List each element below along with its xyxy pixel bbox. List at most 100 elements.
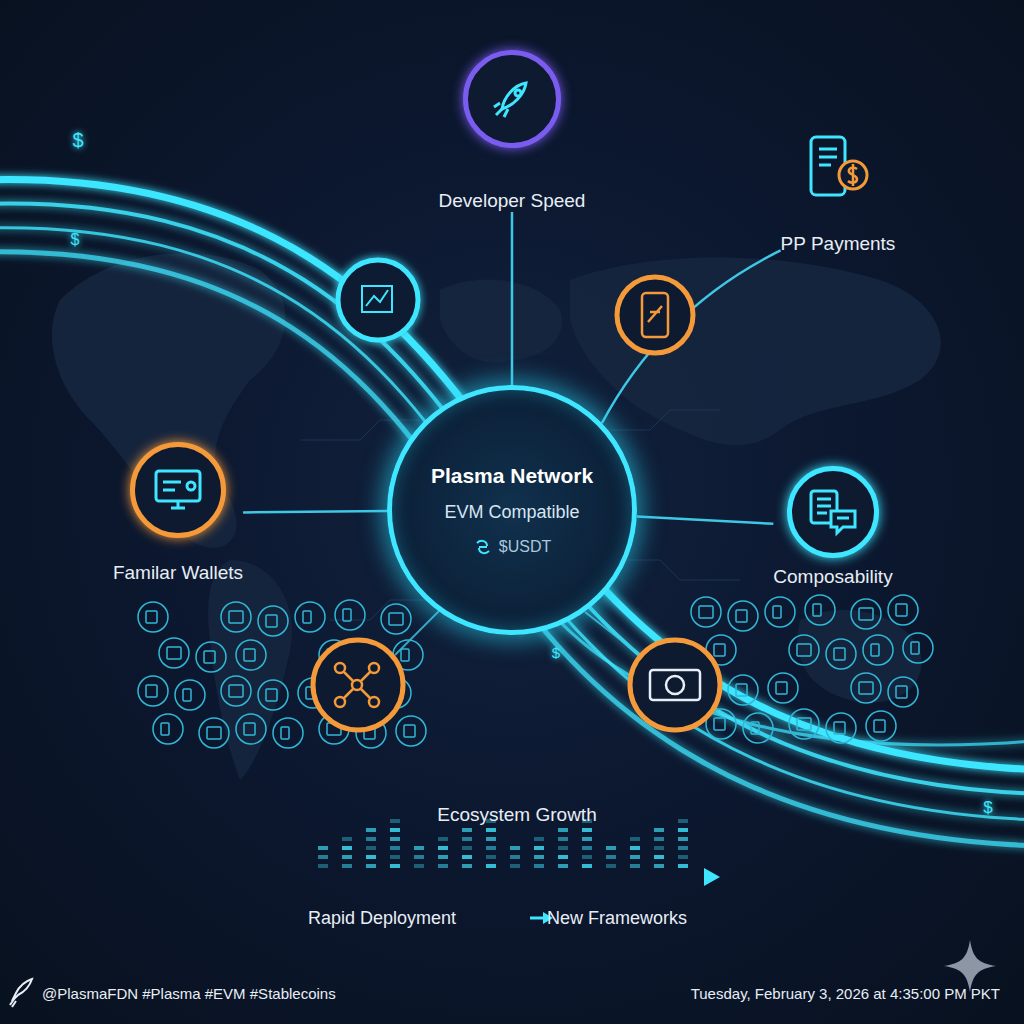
graphic-part (502, 83, 526, 109)
graphic-part (175, 680, 205, 710)
graphic-part (167, 647, 181, 659)
graphic-part (318, 819, 688, 868)
feature-node: Developer Speed (439, 50, 586, 212)
graphic-part (654, 846, 664, 850)
graphic-part (834, 722, 845, 734)
graphic-part (273, 718, 303, 748)
graphic-part (366, 828, 376, 832)
graphic-part (874, 720, 885, 732)
graphic-part (534, 846, 544, 850)
graphic-part (728, 601, 758, 631)
graphic-part (797, 718, 811, 730)
graphic-part (540, 600, 1024, 745)
graphic-part (390, 828, 400, 832)
graphic-part (342, 837, 352, 841)
graphic-part (414, 864, 424, 868)
network-circle (313, 640, 403, 730)
graphic-part (765, 597, 795, 627)
graphic-part (477, 540, 489, 552)
graphic-part (438, 837, 448, 841)
graphic-part (582, 837, 592, 841)
graphic-part (258, 606, 288, 636)
graphic-part (678, 837, 688, 841)
graphic-part (534, 864, 544, 868)
graphic-part (606, 855, 616, 859)
graphic-part (313, 640, 403, 730)
graphic-part (229, 611, 243, 623)
graphic-part (896, 604, 907, 616)
token-logo (473, 537, 493, 557)
graphic-part (848, 164, 857, 186)
graphic-part (318, 864, 328, 868)
node-icon (803, 135, 873, 203)
world-map (52, 253, 941, 780)
graphic-part (390, 819, 400, 823)
graphic-part (534, 855, 544, 859)
node-label: Developer Speed (439, 190, 586, 212)
node-subtext: $USDT (499, 538, 551, 556)
graphic-part (486, 837, 496, 841)
graphic-part (462, 855, 472, 859)
graphic-part (530, 917, 545, 920)
graphic-part (811, 137, 845, 195)
graphic-part (654, 828, 664, 832)
graphic-part (648, 306, 662, 322)
node-label: Plasma Network (431, 464, 593, 488)
graphic-part (389, 613, 403, 625)
graphic-part (911, 642, 919, 654)
graphic-part (826, 713, 856, 743)
graphic-part (266, 615, 277, 627)
graphic-part (187, 482, 195, 490)
graphic-part (204, 651, 215, 663)
graphic-part (438, 864, 448, 868)
graphic-part (600, 410, 720, 430)
graphic-part (486, 828, 496, 832)
graphic-part (813, 604, 821, 616)
graphic-part (295, 602, 325, 632)
graphic-part (610, 560, 740, 580)
graphic-part (630, 837, 640, 841)
graphic-part (797, 644, 811, 656)
graphic-part (381, 604, 411, 634)
graphic-part (736, 684, 747, 696)
token-row: $USDT (473, 537, 551, 557)
graphic-part (691, 597, 721, 627)
graphic-part (153, 468, 203, 512)
graphic-part (344, 672, 370, 698)
dollar-sign: $ (983, 798, 992, 818)
graphic-part (859, 608, 873, 620)
graphic-part (236, 714, 266, 744)
graphic-part (369, 697, 379, 707)
graphic-part (342, 855, 352, 859)
graphic-part (440, 280, 562, 363)
graphic-part (281, 727, 289, 739)
graphic-part (462, 864, 472, 868)
band-circle (338, 260, 418, 340)
graphic-part (369, 663, 379, 673)
graphic-part (678, 846, 688, 850)
node-icon (787, 466, 879, 558)
graphic-part (789, 709, 819, 739)
graphic-part (390, 864, 400, 868)
graphic-part (414, 855, 424, 859)
graphic-part (773, 606, 781, 618)
graphic-part (789, 635, 819, 665)
chart-label: Rapid Deployment (308, 908, 456, 929)
graphic-part (12, 979, 32, 1001)
graphic-part (159, 638, 189, 668)
graphic-part (146, 685, 157, 697)
graphic-part (630, 855, 640, 859)
graphic-part (817, 499, 831, 513)
dollar-sign: $ (72, 129, 83, 152)
graphic-part (335, 600, 365, 630)
graphic-part (479, 546, 487, 548)
graphic-part (414, 846, 424, 850)
graphic-part (736, 610, 747, 622)
graphic-part (728, 675, 758, 705)
graphic-part (896, 686, 907, 698)
graphic-part (558, 828, 568, 832)
graphic-part (404, 725, 415, 737)
graphic-part (473, 537, 493, 557)
graphic-part (630, 846, 640, 850)
graphic-part (163, 482, 185, 508)
